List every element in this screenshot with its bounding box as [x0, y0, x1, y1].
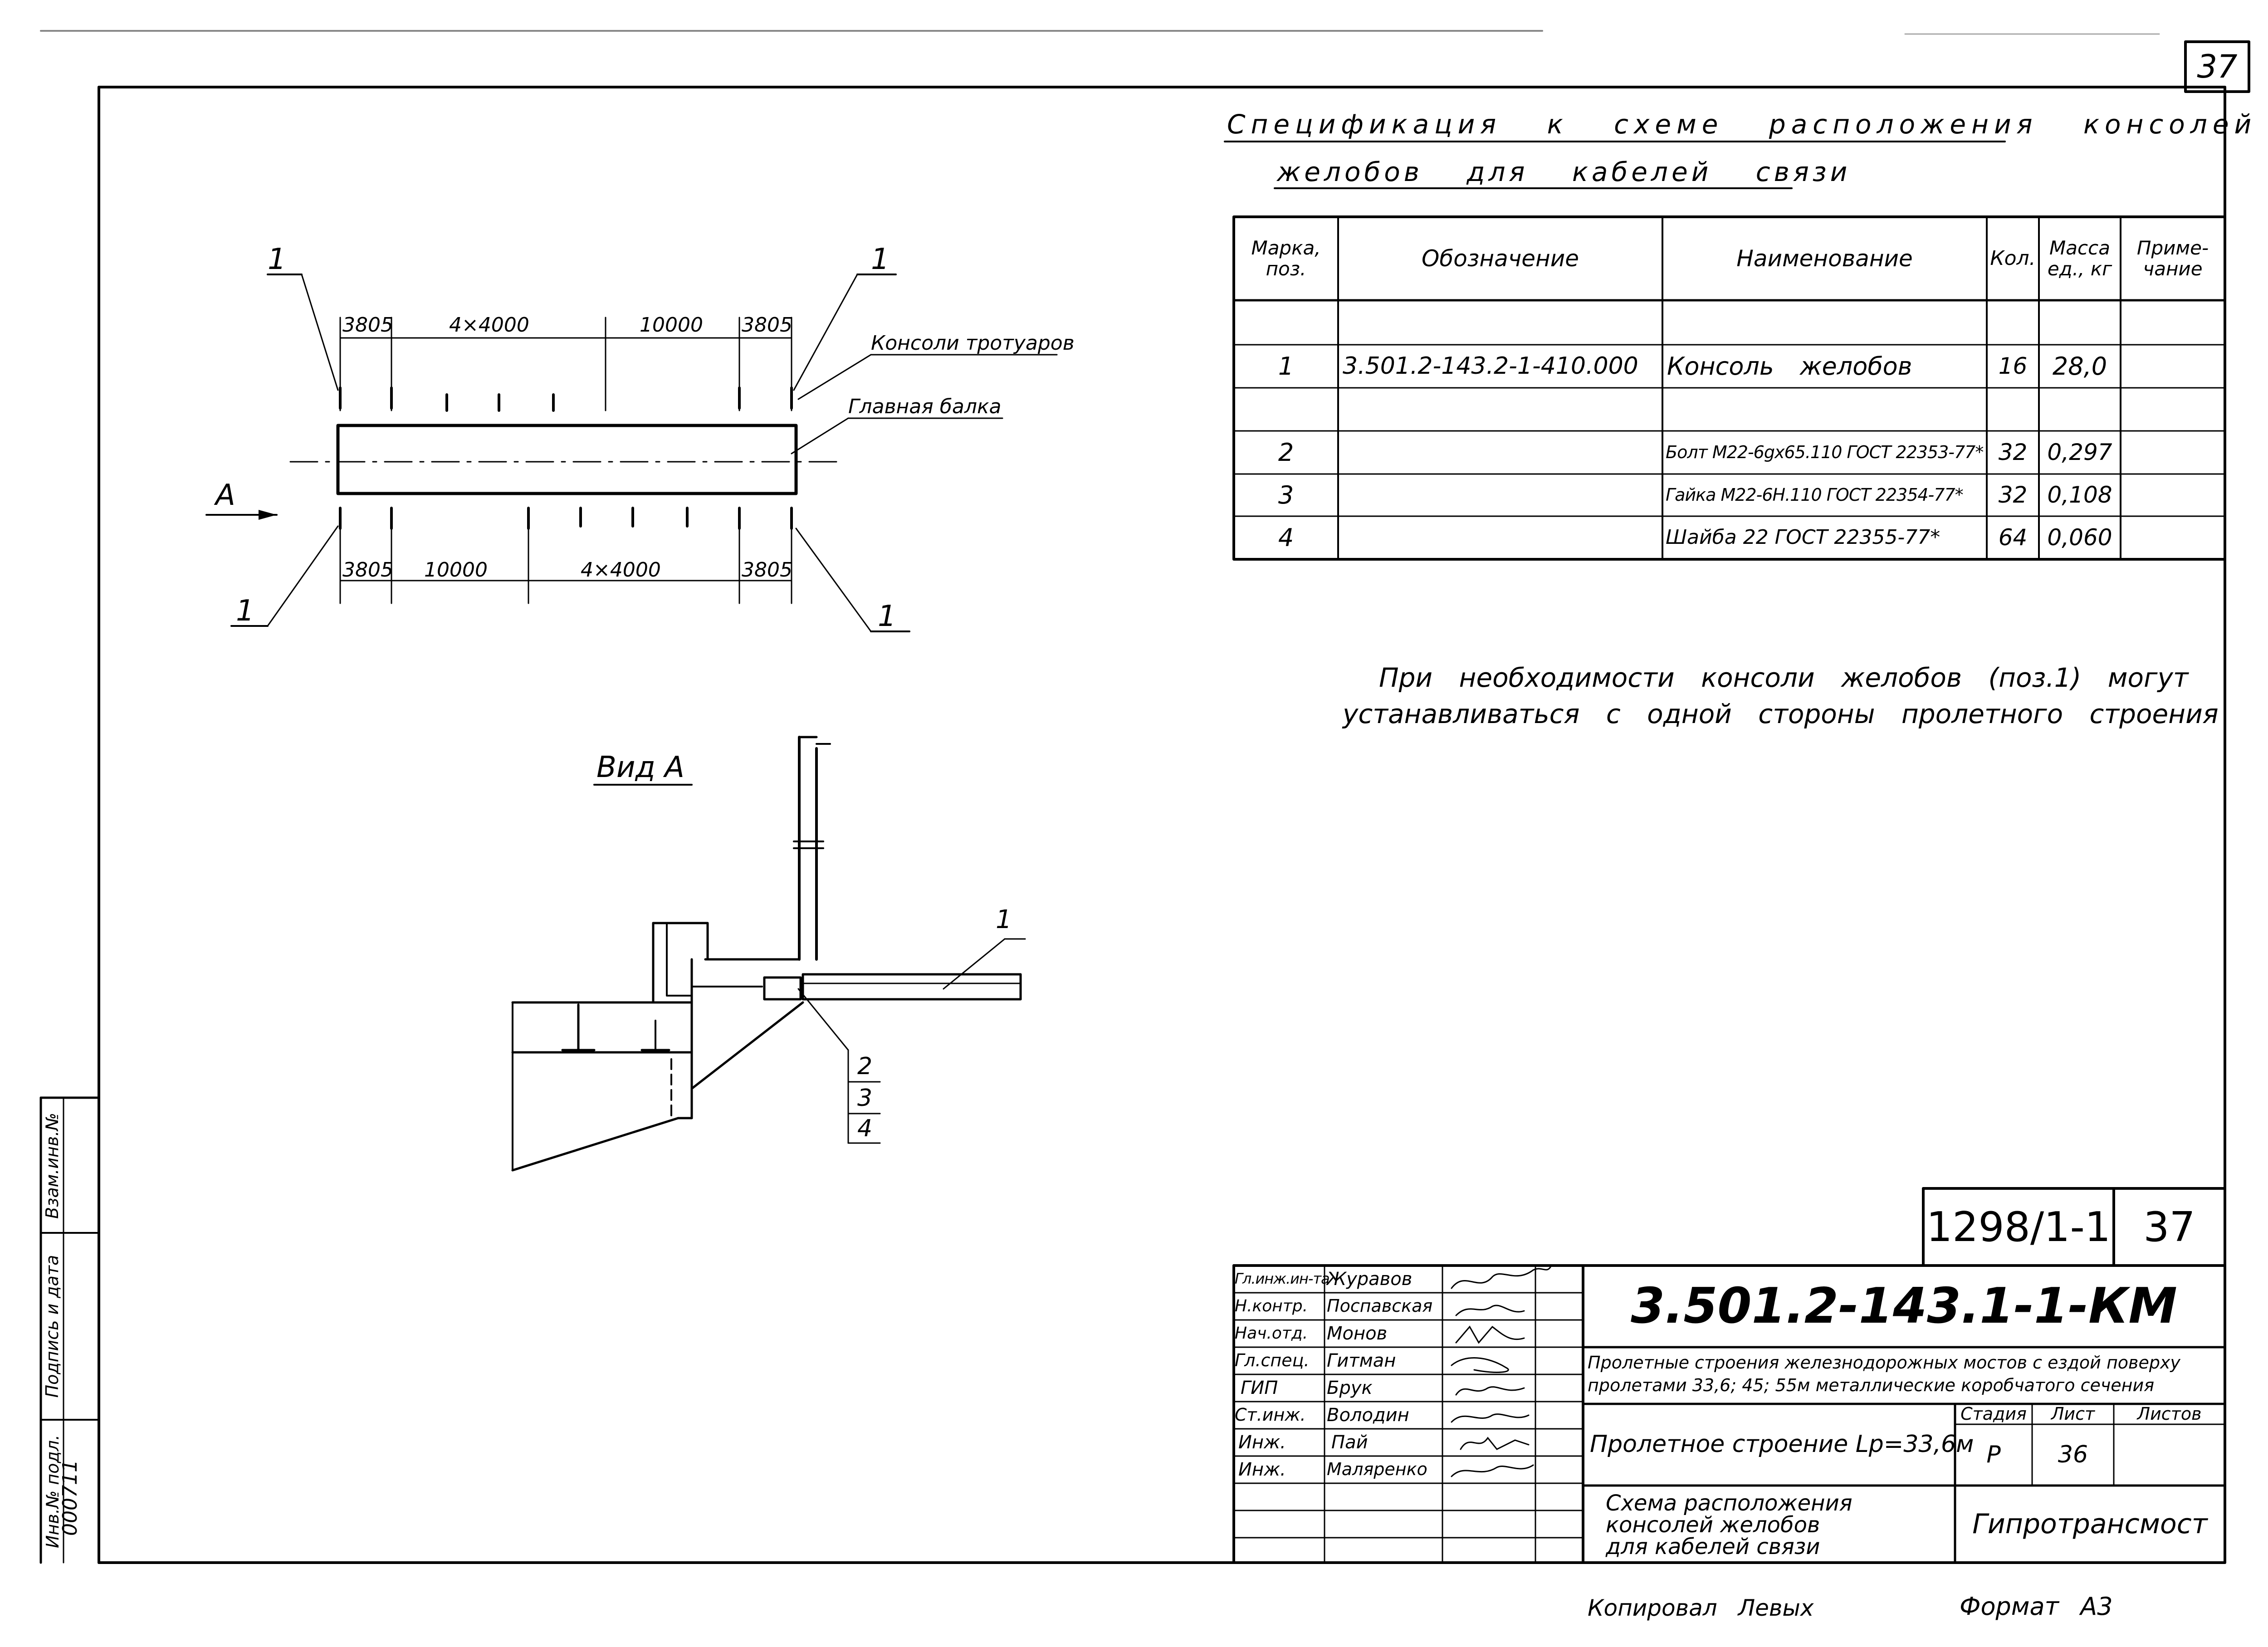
plan-top-dim-2: 4×4000	[449, 313, 529, 337]
plan-top-dim-3: 10000	[640, 313, 703, 337]
plan-bottom-dim-1: 3805	[342, 558, 393, 582]
spec-title-line2: желобов для кабелей связи	[1277, 156, 1851, 187]
spec-row-4-mass: 0,108	[2047, 482, 2112, 508]
plan-main-beam-label: Главная балка	[848, 395, 1002, 418]
signer-7-role: Инж.	[1238, 1459, 1286, 1480]
spec-row-3-qty: 32	[1998, 439, 2028, 465]
album-sheet: 37	[2143, 1203, 2195, 1251]
object-name: Пролетное строение Lp=33,6м	[1590, 1431, 1974, 1458]
spec-row-5-name: Шайба 22 ГОСТ 22355-77*	[1666, 526, 1941, 549]
signer-4-role: ГИП	[1241, 1378, 1278, 1398]
spec-header-mark: Марка, поз.	[1251, 236, 1321, 280]
note-line1: При необходимости консоли желобов (поз.1…	[1379, 662, 2189, 693]
spec-row-3-name: Болт М22-6gх65.110 ГОСТ 22353-77*	[1666, 442, 1984, 462]
view-a-title: Вид А	[596, 751, 684, 784]
view-a-pos-4: 4	[857, 1115, 873, 1142]
spec-row-4-name: Гайка М22-6Н.110 ГОСТ 22354-77*	[1666, 484, 1964, 505]
spec-row-1-name: Консоль желобов	[1667, 352, 1912, 381]
view-a-pos-3: 3	[857, 1085, 873, 1112]
spec-header-name: Наименование	[1736, 245, 1913, 272]
project-line2: пролетами 33,6; 45; 55м металлические ко…	[1588, 1375, 2155, 1395]
view-a-pos-2: 2	[857, 1053, 873, 1080]
project-line1: Пролетные строения железнодорожных мосто…	[1588, 1353, 2180, 1373]
plan-pos-label-top-right: 1	[871, 243, 890, 276]
plan-bottom-dim-3: 4×4000	[581, 558, 661, 582]
signature-2	[1455, 1325, 1525, 1344]
plan-pos-label-bottom-left: 1	[236, 594, 254, 628]
signer-5-name: Володин	[1327, 1405, 1409, 1426]
signer-0-role: Гл.инж.ин-та	[1235, 1270, 1330, 1288]
spec-row-5-mark: 4	[1278, 523, 1294, 552]
spec-row-3-mass: 0,297	[2047, 439, 2112, 465]
signature-7	[1451, 1464, 1534, 1477]
plan-top-dim-4: 3805	[742, 313, 792, 337]
spec-row-4-qty: 32	[1998, 482, 2028, 508]
spec-row-4-mark: 3	[1278, 480, 1294, 509]
signer-0-name: Журавов	[1327, 1269, 1413, 1290]
sheet-value: 36	[2058, 1441, 2088, 1468]
signer-6-role: Инж.	[1238, 1432, 1286, 1453]
copied-by: Копировал Левых	[1588, 1595, 1814, 1621]
document-code: 3.501.2-143.1-1-КМ	[1631, 1277, 2177, 1334]
spec-title-line1: Спецификация к схеме расположения консол…	[1227, 109, 2257, 140]
spec-row-3-mark: 2	[1278, 438, 1294, 467]
signer-3-role: Гл.спец.	[1235, 1350, 1310, 1371]
signer-4-name: Брук	[1327, 1378, 1373, 1398]
spec-header-mass: Масса ед., кг	[2047, 236, 2112, 280]
spec-row-1-mass: 28,0	[2052, 352, 2107, 381]
album-code: 1298/1-1	[1926, 1203, 2111, 1251]
format-label: Формат А3	[1960, 1592, 2113, 1621]
stage-label: Стадия	[1960, 1403, 2027, 1424]
plan-top-dim-1: 3805	[342, 313, 393, 337]
spec-row-1-mark: 1	[1278, 352, 1294, 381]
drawing-title-line2: консолей желобов	[1606, 1512, 1820, 1538]
plan-bottom-dim-4: 3805	[742, 558, 792, 582]
plan-pos-label-bottom-right: 1	[878, 600, 896, 633]
signature-1	[1455, 1305, 1525, 1316]
spec-header-note: Приме- чание	[2136, 236, 2209, 280]
plan-sidewalk-label: Консоли тротуаров	[871, 332, 1075, 355]
spec-row-5-qty: 64	[1998, 524, 2028, 551]
stage-value: Р	[1986, 1441, 2001, 1468]
organization: Гипротрансмост	[1972, 1508, 2208, 1540]
signer-2-role: Нач.отд.	[1235, 1324, 1308, 1343]
spec-row-5-mass: 0,060	[2047, 524, 2112, 551]
spec-row-1-designation: 3.501.2-143.2-1-410.000	[1343, 352, 1638, 380]
signer-3-name: Гитман	[1327, 1350, 1396, 1371]
signature-4	[1455, 1386, 1525, 1396]
drawing-title-line3: для кабелей связи	[1606, 1534, 1820, 1559]
signature-3	[1451, 1357, 1509, 1373]
signer-1-name: Поспавская	[1327, 1296, 1433, 1316]
plan-bottom-dim-2: 10000	[424, 558, 488, 582]
plan-arrow-label: А	[215, 479, 235, 512]
plan-pos-label-top-left: 1	[268, 243, 286, 276]
signer-5-role: Ст.инж.	[1235, 1405, 1306, 1425]
signature-6	[1460, 1437, 1530, 1450]
spec-header-qty: Кол.	[1990, 246, 2036, 270]
signer-7-name: Маляренко	[1327, 1459, 1427, 1480]
view-a-pos-1: 1	[996, 905, 1012, 934]
note-line2: устанавливаться с одной стороны пролетно…	[1343, 699, 2219, 729]
signer-6-name: Пай	[1331, 1432, 1368, 1453]
spec-header-designation: Обозначение	[1422, 245, 1579, 272]
signer-1-role: Н.контр.	[1235, 1297, 1308, 1316]
spec-row-1-qty: 16	[1998, 353, 2028, 379]
signature-5	[1451, 1413, 1530, 1423]
signature-0	[1451, 1265, 1552, 1289]
sheet-page-number: 37	[2197, 48, 2238, 85]
signer-2-name: Монов	[1327, 1323, 1388, 1344]
sheets-label: Листов	[2137, 1403, 2202, 1424]
drawing-title-line1: Схема расположения	[1606, 1491, 1853, 1516]
sheet-label: Лист	[2051, 1403, 2095, 1424]
